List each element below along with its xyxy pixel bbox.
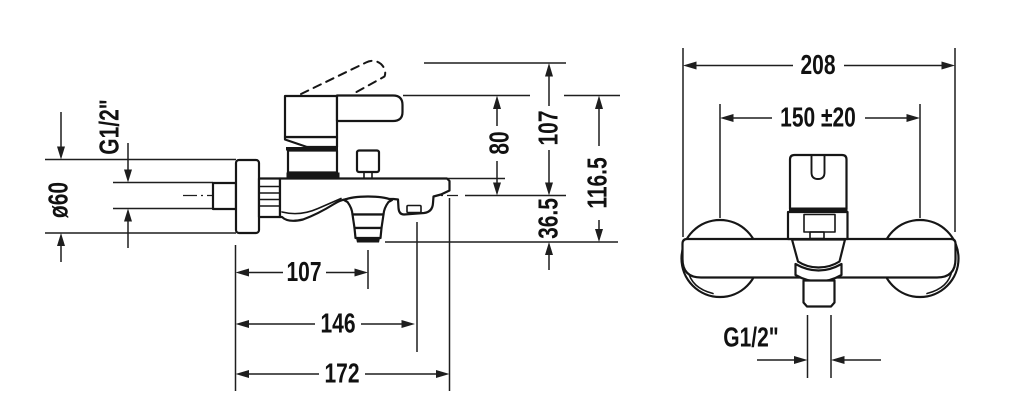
dim-36-5: 36.5: [534, 198, 565, 270]
dim-107-horizontal: 107: [235, 257, 368, 288]
front-view: 208 150 ±20 G1/2": [680, 48, 960, 378]
arrow-right-icon: [906, 114, 920, 122]
arrow-up-icon: [57, 233, 65, 246]
cartridge-taper: [283, 135, 339, 149]
label-36-5: 36.5: [534, 198, 565, 239]
aerator-front: [802, 279, 836, 308]
arrow-up-icon: [493, 95, 501, 109]
arrow-up-icon: [545, 63, 553, 77]
side-bottom-dimensions: 107 146 172: [234, 198, 451, 391]
handle-groove: [810, 154, 826, 180]
supply-pipe: [211, 181, 238, 211]
dim-107-vertical: 107: [534, 63, 565, 196]
label-208: 208: [800, 50, 835, 81]
label-107-horizontal: 107: [286, 257, 321, 288]
label-80: 80: [485, 131, 516, 154]
arrow-right-icon: [941, 61, 955, 70]
label-172: 172: [324, 359, 359, 390]
label-flange-diameter: ø60: [44, 182, 75, 218]
arrow-left-icon: [235, 320, 249, 328]
arrow-right-icon: [794, 356, 808, 364]
shower-outlet-detail: [406, 204, 422, 214]
lever-handle: [335, 94, 404, 123]
body-shading-line: [281, 197, 342, 215]
cartridge-housing: [283, 94, 339, 139]
dim-116-5: 116.5: [583, 95, 614, 242]
union-nut: [257, 177, 282, 219]
handle-column: [286, 149, 339, 174]
side-view: ø60 G1/2": [44, 59, 620, 391]
spout-neck: [351, 213, 385, 230]
label-supply-thread: G1/2": [95, 99, 126, 154]
arrow-down-icon: [545, 182, 553, 196]
arrow-down-icon: [595, 229, 603, 242]
dim-208: 208: [682, 48, 956, 237]
label-outlet-thread: G1/2": [723, 323, 778, 354]
escutcheon-block: [786, 210, 849, 241]
wall-flange: [234, 158, 261, 235]
dim-150: 150 ±20: [719, 103, 921, 218]
arrow-up-icon: [124, 208, 132, 222]
aerator-face: [356, 238, 380, 243]
dim-146: 146: [235, 309, 415, 340]
label-116-5: 116.5: [583, 157, 614, 209]
label-150: 150 ±20: [780, 103, 856, 134]
lever-raised-dashed: [300, 59, 387, 96]
aerator: [353, 226, 383, 240]
arrow-left-icon: [683, 61, 697, 70]
label-146: 146: [320, 309, 355, 340]
dim-outlet-thread: G1/2": [723, 315, 881, 378]
handle-seam-front: [789, 207, 848, 212]
arrow-up-icon: [545, 242, 553, 255]
arrow-up-icon: [595, 95, 603, 109]
arrow-right-icon: [436, 370, 450, 378]
side-extension-lines-right: [385, 62, 620, 243]
spout-front: [790, 238, 847, 269]
arrow-right-icon: [354, 268, 368, 277]
dim-flange-diameter: ø60: [44, 112, 75, 262]
arrow-down-icon: [493, 182, 501, 196]
arrow-left-icon: [235, 370, 249, 378]
arrow-left-icon: [235, 268, 249, 277]
spout-shoulder: [342, 195, 394, 216]
handle-seam: [286, 147, 338, 151]
diverter-knob: [355, 149, 381, 174]
diverter-stem: [363, 171, 373, 180]
arrow-down-icon: [124, 169, 132, 183]
arrow-left-icon: [720, 114, 734, 122]
side-faucet-body: [211, 59, 451, 243]
arrow-right-icon: [401, 320, 415, 328]
dim-80: 80: [485, 95, 516, 196]
arrow-left-icon: [831, 356, 845, 364]
handle-base-ring: [286, 172, 340, 178]
handle-front: [788, 153, 848, 211]
dim-172: 172: [235, 359, 450, 390]
side-extension-lines-left: [45, 158, 236, 234]
dim-supply-thread: G1/2": [95, 99, 132, 248]
arrow-down-icon: [57, 146, 65, 160]
label-107-vertical: 107: [534, 110, 565, 145]
